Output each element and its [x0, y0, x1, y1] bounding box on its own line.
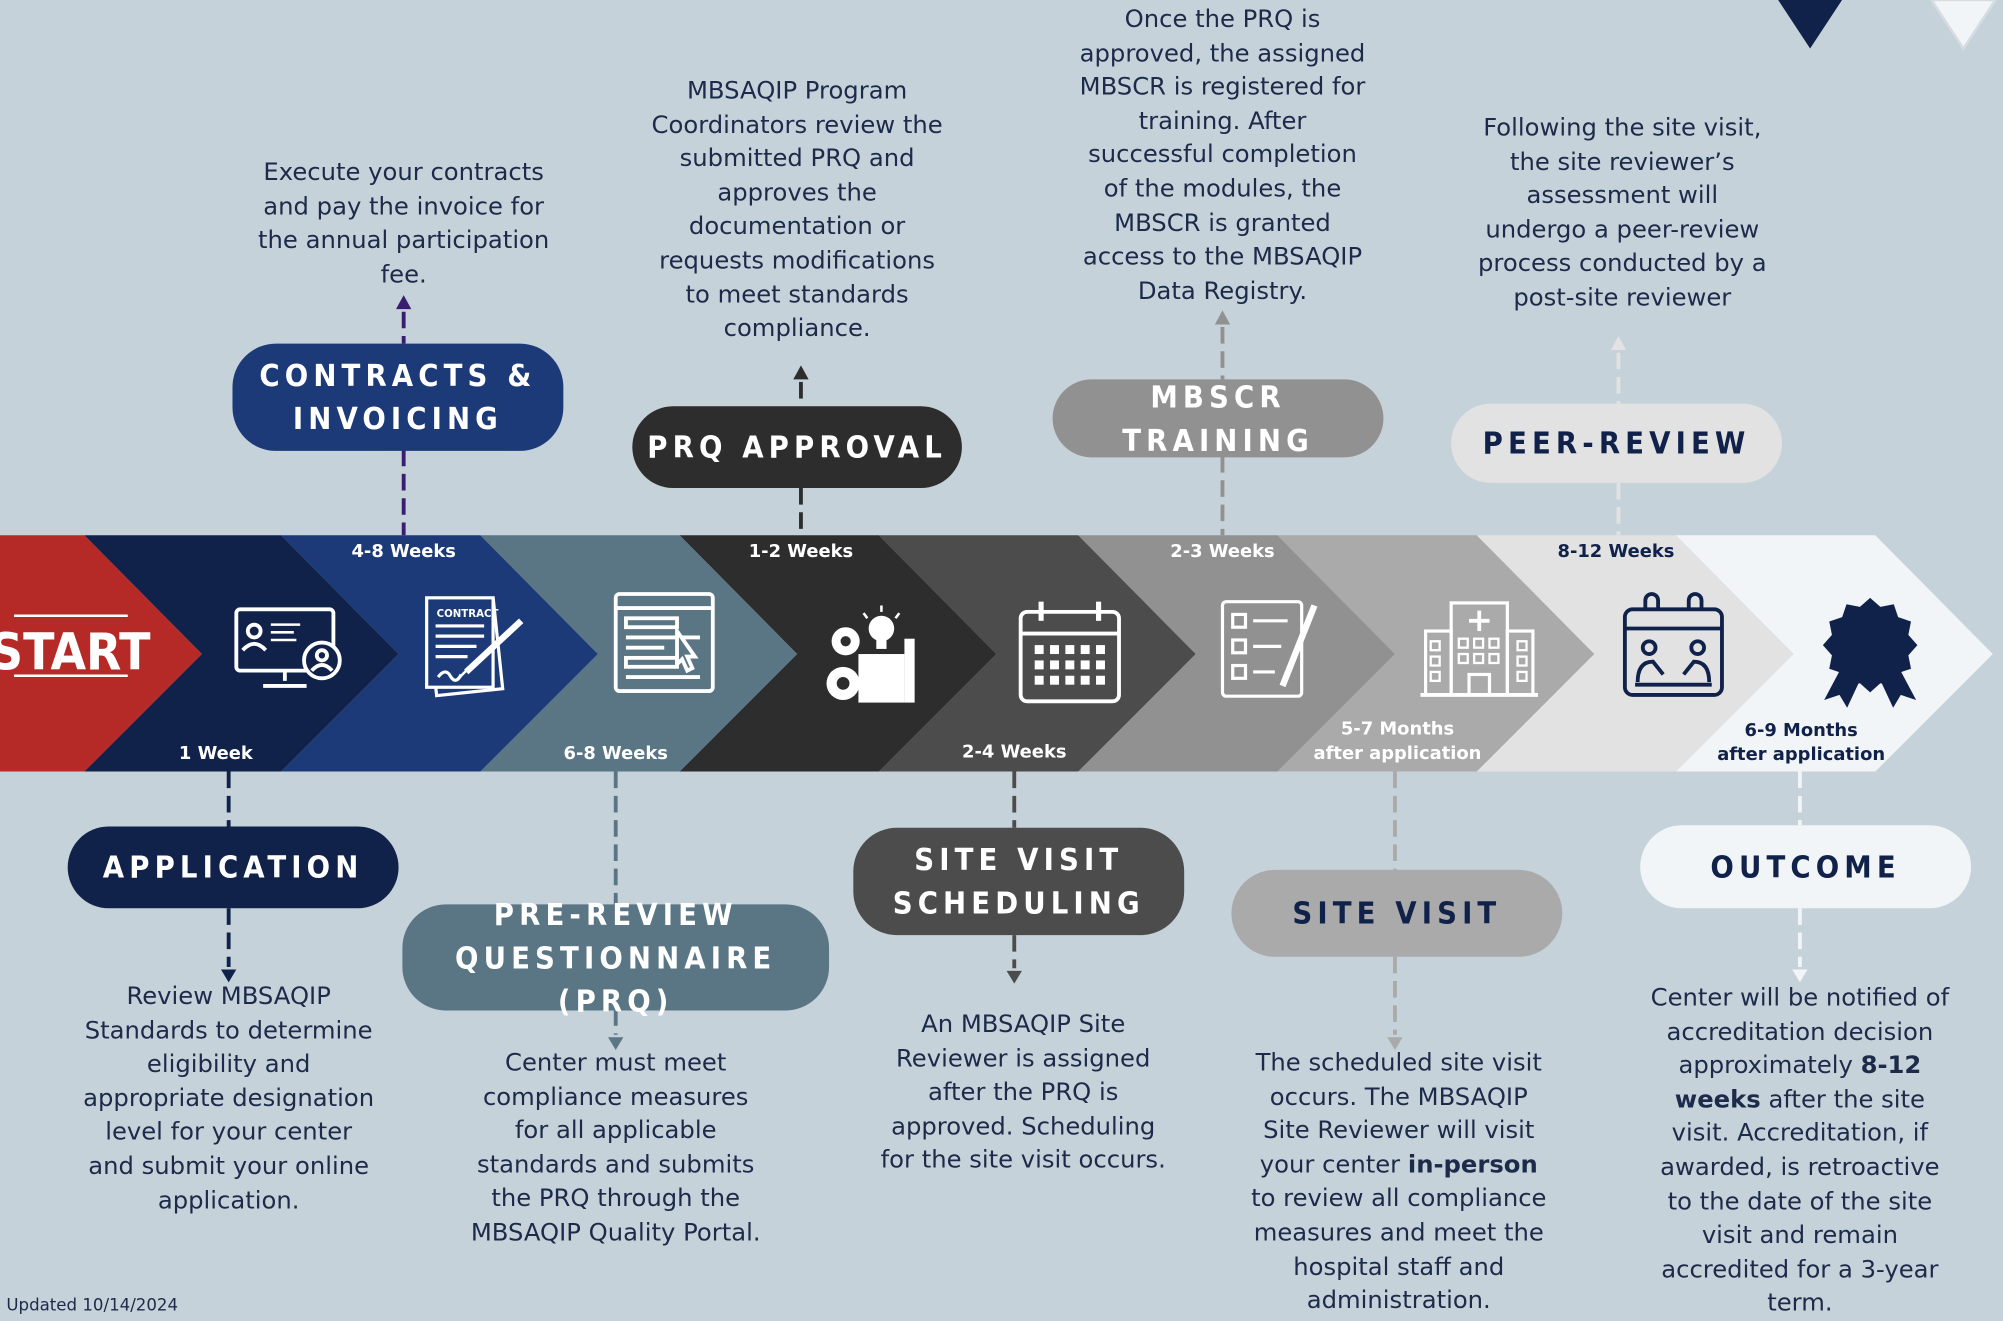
calendar-day	[1065, 675, 1075, 685]
step-title-application: APPLICATION	[67, 826, 399, 909]
hospital-window	[1457, 637, 1469, 649]
duration-training: 2-3 Weeks	[1170, 541, 1275, 563]
contract-signing-icon: CONTRACT	[425, 596, 524, 698]
arrowhead-contracts	[396, 295, 412, 310]
description-site-visit-part-1: The scheduled site visit occurs. The MBS…	[1255, 1048, 1542, 1179]
hospital-window	[1488, 637, 1500, 649]
calendar-day	[1034, 645, 1044, 655]
step-title-scheduling: SITE VISIT SCHEDULING	[853, 827, 1185, 936]
calendar-grid	[1034, 645, 1105, 685]
description-contracts: Execute your contracts and pay the invoi…	[258, 158, 550, 289]
calendar-day	[1096, 660, 1105, 670]
hospital-windows	[1429, 637, 1528, 683]
arrowhead-application	[220, 969, 237, 983]
chevron-start	[0, 535, 202, 772]
description-peer-review: Following the site visit, the site revie…	[1477, 113, 1767, 312]
description-site-visit-emphasis: in-person	[1407, 1150, 1538, 1179]
hospital-icon	[1420, 601, 1539, 697]
award-ribbon-icon	[1822, 597, 1918, 708]
description-application: Review MBSAQIP Standards to determine el…	[83, 982, 375, 1215]
hospital-window	[1516, 640, 1528, 652]
award-seal	[1822, 597, 1918, 693]
hospital-window	[1429, 640, 1441, 652]
step-title-site-visit: SITE VISIT	[1231, 869, 1563, 957]
chevron-prq-approval	[679, 535, 997, 772]
description-outcome-emphasis: 8-12 weeks	[1674, 1051, 1922, 1114]
hospital-window	[1429, 670, 1441, 683]
duration-outcome-sub: after application	[1717, 744, 1886, 766]
description-site-visit: The scheduled site visit occurs. The MBS…	[1249, 1046, 1548, 1318]
hospital-window	[1457, 652, 1469, 665]
arrowhead-prq-approval	[793, 365, 809, 380]
duration-prq-approval: 1-2 Weeks	[748, 541, 854, 563]
calendar-day	[1080, 675, 1090, 685]
chevron-prq	[480, 535, 798, 772]
hospital-window	[1516, 670, 1528, 683]
arrowhead-training	[1214, 310, 1231, 325]
step-title-prq-approval: PRQ APPROVAL	[632, 406, 962, 488]
duration-prq: 6-8 Weeks	[563, 743, 668, 764]
computer-user-icon	[234, 607, 342, 688]
duration-site-visit: 5-7 Months after application	[1308, 718, 1487, 767]
calendar-day	[1096, 645, 1105, 655]
step-title-contracts: CONTRACTS & INVOICING	[232, 343, 564, 451]
arrowhead-prq	[608, 1037, 624, 1051]
calendar-day	[1034, 660, 1044, 670]
chevron-site-visit	[1277, 535, 1595, 772]
arrowhead-scheduling	[1006, 970, 1022, 984]
step-title-training: MBSCR TRAINING	[1052, 379, 1384, 458]
duration-site-visit-main: 5-7 Months	[1340, 719, 1455, 740]
duration-outcome: 6-9 Months after application	[1712, 719, 1891, 768]
hospital-window	[1488, 652, 1500, 665]
description-site-visit-part-2: to review all compliance measures and me…	[1251, 1184, 1547, 1315]
corner-triangle-dark	[1778, 0, 1843, 49]
calendar-day	[1034, 675, 1044, 685]
arrowhead-peer-review	[1610, 335, 1627, 351]
description-outcome: Center will be notified of accreditation…	[1650, 981, 1949, 1321]
description-training: Once the PRQ is approved, the assigned M…	[1079, 5, 1366, 305]
online-form-icon	[613, 592, 715, 694]
calendar-day	[1080, 645, 1090, 655]
description-outcome-part-2: after the site visit. Accreditation, if …	[1660, 1085, 1940, 1318]
calendar-day	[1050, 660, 1059, 670]
calendar-day	[1050, 645, 1059, 655]
gears-idea-icon	[826, 605, 915, 703]
duration-application: 1 Week	[178, 743, 253, 764]
chevron-application	[84, 535, 399, 772]
hospital-window	[1472, 637, 1485, 649]
duration-contracts: 4-8 Weeks	[351, 541, 456, 563]
duration-scheduling: 2-4 Weeks	[962, 742, 1067, 763]
description-outcome-part-1: Center will be notified of accreditation…	[1650, 983, 1950, 1080]
step-title-prq: PRE-REVIEW QUESTIONNAIRE (PRQ)	[402, 896, 830, 1019]
checklist-icon	[1220, 600, 1318, 698]
peer-meeting-icon	[1622, 592, 1724, 697]
calendar-day	[1096, 675, 1105, 685]
calendar-icon	[1018, 601, 1121, 704]
step-title-outcome: OUTCOME	[1640, 825, 1972, 909]
start-label: START	[0, 623, 151, 682]
description-scheduling: An MBSAQIP Site Reviewer is assigned aft…	[880, 1010, 1166, 1175]
hospital-window	[1472, 652, 1485, 665]
updated-date: Updated 10/14/2024	[6, 1296, 179, 1316]
hospital-window	[1516, 655, 1528, 667]
calendar-day	[1065, 645, 1075, 655]
calendar-day	[1065, 660, 1075, 670]
calendar-day	[1080, 660, 1090, 670]
chevron-peer-review	[1476, 535, 1794, 772]
description-prq-approval: MBSAQIP Program Coordinators review the …	[651, 76, 943, 343]
contract-icon-text: CONTRACT	[437, 609, 499, 620]
calendar-day	[1050, 675, 1059, 685]
description-prq: Center must meet compliance measures for…	[470, 1048, 761, 1247]
duration-outcome-main: 6-9 Months	[1744, 720, 1858, 741]
duration-site-visit-sub: after application	[1313, 743, 1482, 764]
duration-peer-review: 8-12 Weeks	[1557, 541, 1675, 563]
step-title-peer-review: PEER-REVIEW	[1451, 403, 1783, 483]
corner-triangle-light	[1929, 0, 1997, 51]
hospital-window	[1429, 655, 1441, 667]
arrowhead-outcome	[1792, 969, 1808, 983]
arrowhead-site-visit	[1387, 1037, 1403, 1051]
